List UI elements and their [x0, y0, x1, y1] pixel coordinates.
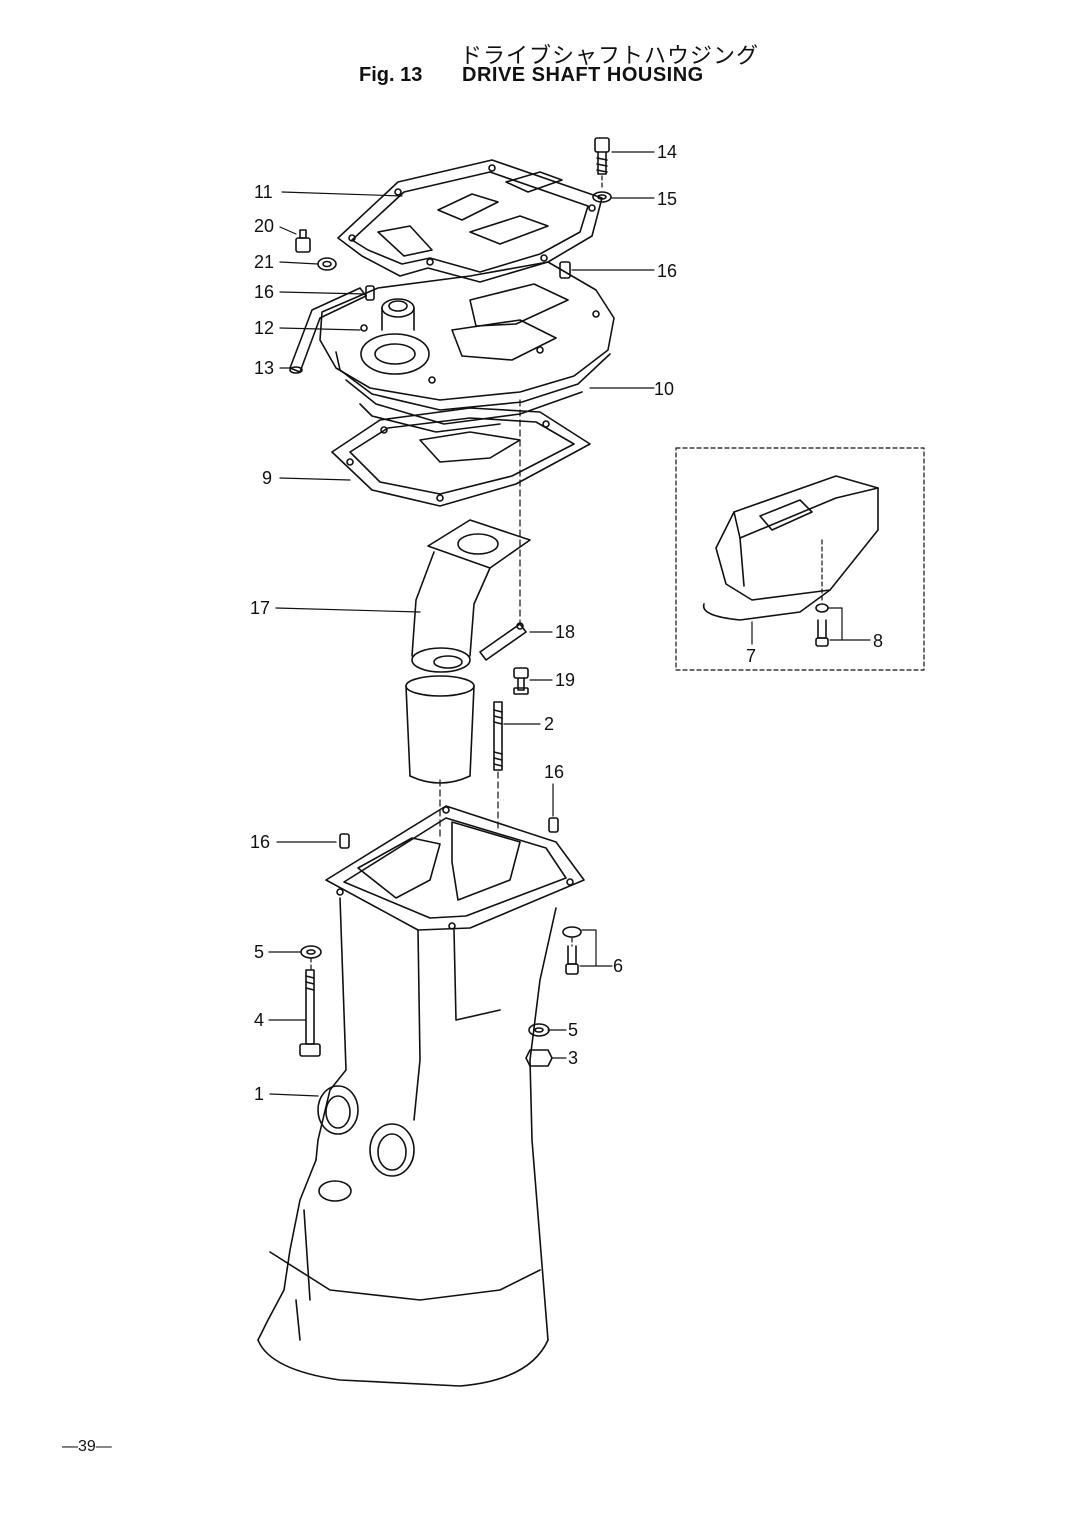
bolt-top — [594, 137, 610, 175]
callout-11: 11 — [254, 182, 273, 202]
callout-16-upper-left: 16 — [254, 282, 274, 302]
callout-17: 17 — [250, 598, 270, 618]
bolt-with-washer — [562, 926, 582, 975]
water-pipe — [289, 287, 367, 374]
dowel-pin-upper-right — [559, 261, 571, 279]
plug-washer — [317, 257, 337, 271]
leader-lines — [268, 151, 871, 1097]
callout-16-upper-right: 16 — [657, 261, 677, 281]
callout-8: 8 — [873, 631, 883, 651]
sleeve — [405, 675, 475, 784]
exhaust-bracket — [479, 622, 527, 661]
drive-shaft-upper-cover — [319, 261, 615, 433]
oil-seal — [381, 298, 415, 331]
callout-16-lower-left: 16 — [250, 832, 270, 852]
callout-18: 18 — [555, 622, 575, 642]
bolt-exhaust — [513, 667, 529, 695]
exhaust-pipe — [411, 519, 531, 673]
page-number: —39— — [62, 1438, 112, 1455]
gasket-upper — [337, 159, 603, 283]
callout-1: 1 — [254, 1084, 264, 1104]
long-bolt — [299, 969, 321, 1057]
washer-top — [592, 191, 612, 203]
drive-shaft-housing — [257, 805, 585, 1387]
callout-9: 9 — [262, 468, 272, 488]
callout-6: 6 — [613, 956, 623, 976]
callout-4: 4 — [254, 1010, 264, 1030]
washer-right — [528, 1023, 550, 1037]
callout-16-lower-right: 16 — [544, 762, 564, 782]
callout-14: 14 — [657, 142, 677, 162]
dowel-pin-lower-left — [339, 833, 350, 849]
callout-5-right: 5 — [568, 1020, 578, 1040]
callout-13: 13 — [254, 358, 274, 378]
stud-bolt — [493, 701, 503, 771]
gasket-lower — [331, 407, 591, 507]
callout-21: 21 — [254, 252, 274, 272]
drain-plug — [295, 229, 311, 253]
hex-nut — [525, 1049, 553, 1067]
callout-labels: 14 15 11 20 21 16 16 12 13 10 9 17 18 19… — [250, 142, 883, 1104]
callout-20: 20 — [254, 216, 274, 236]
dowel-pin-lower-right — [548, 817, 559, 833]
callout-10: 10 — [654, 379, 674, 399]
callout-5-left: 5 — [254, 942, 264, 962]
figure-title: DRIVE SHAFT HOUSING — [462, 64, 704, 86]
callout-19: 19 — [555, 670, 575, 690]
washer-left — [300, 945, 322, 959]
callout-7: 7 — [746, 646, 756, 666]
callout-12: 12 — [254, 318, 274, 338]
callout-15: 15 — [657, 189, 677, 209]
figure-title-japanese: ドライブシャフトハウジング — [460, 44, 760, 69]
dowel-pin-upper-left — [365, 285, 375, 301]
figure-number: Fig. 13 — [359, 64, 423, 86]
callout-2: 2 — [544, 714, 554, 734]
inset-alternate-housing — [675, 447, 925, 671]
callout-3: 3 — [568, 1048, 578, 1068]
